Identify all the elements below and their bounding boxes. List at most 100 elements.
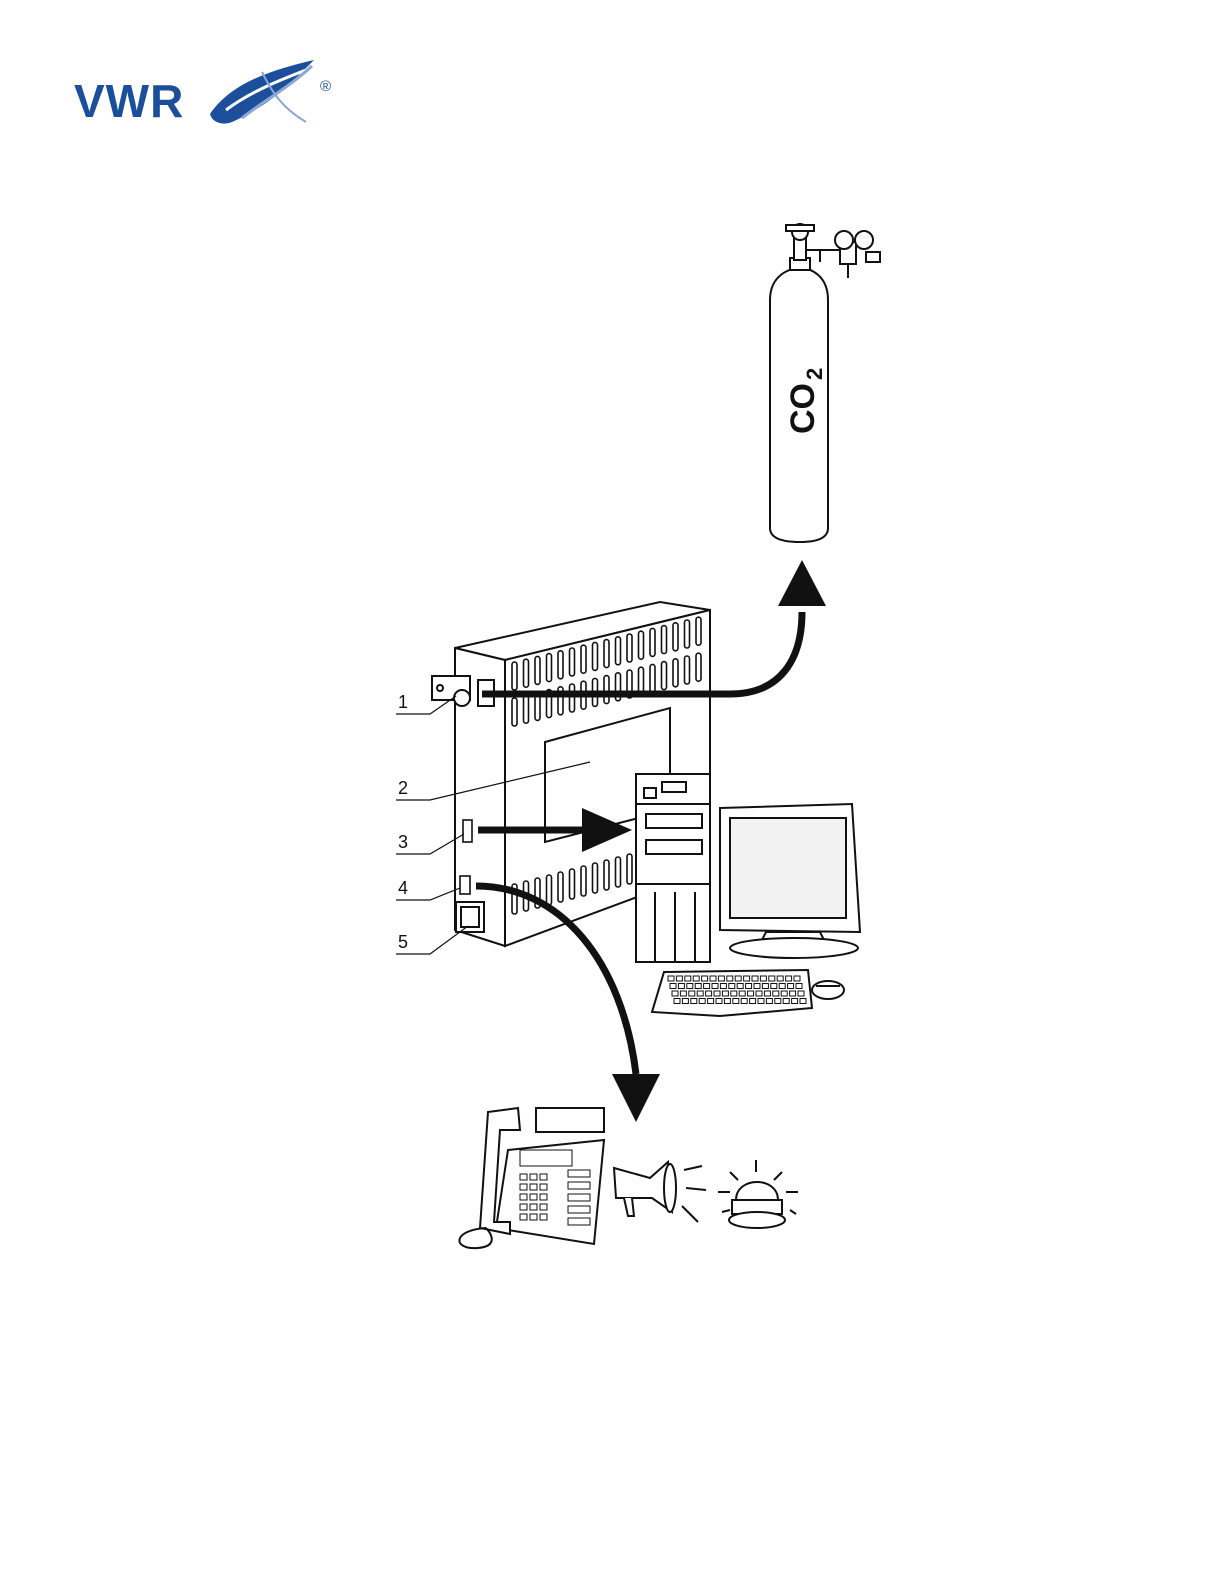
keyboard-key (678, 984, 684, 989)
serial-port (463, 820, 472, 842)
keyboard-key (720, 984, 726, 989)
phone-key (540, 1184, 547, 1190)
phone-function-key (568, 1194, 590, 1201)
keyboard-key (691, 999, 697, 1004)
callout-label-4: 4 (398, 878, 408, 898)
callout-3: 3 (396, 832, 464, 854)
keyboard-key (746, 984, 752, 989)
keyboard-key (737, 984, 743, 989)
keyboard-key (689, 991, 695, 996)
keyboard-key (695, 984, 701, 989)
keyboard-key (714, 991, 720, 996)
alarm-contact (460, 876, 470, 894)
keyboard-key (722, 991, 728, 996)
keyboard-key (760, 976, 766, 981)
phone-key (530, 1194, 537, 1200)
cylinder-label-main: CO (784, 383, 822, 434)
keyboard-key (781, 991, 787, 996)
computer-tower (636, 774, 710, 962)
phone-function-key (568, 1182, 590, 1189)
keyboard-key (764, 991, 770, 996)
keyboard-key (754, 984, 760, 989)
keyboard-key (762, 984, 768, 989)
phone-key (530, 1184, 537, 1190)
callout-label-2: 2 (398, 778, 408, 798)
keyboard-key (727, 976, 733, 981)
phone-key (540, 1214, 547, 1220)
phone-key (520, 1204, 527, 1210)
keyboard-key (798, 991, 804, 996)
callout-label-5: 5 (398, 932, 408, 952)
callout-label-1: 1 (398, 692, 408, 712)
keyboard-key (674, 999, 680, 1004)
phone-key (540, 1204, 547, 1210)
keyboard-key (708, 999, 714, 1004)
keyboard-key (724, 999, 730, 1004)
keyboard-key (744, 976, 750, 981)
keyboard-key (741, 999, 747, 1004)
keyboard-key (672, 991, 678, 996)
phone-key (520, 1184, 527, 1190)
keyboard-key (750, 999, 756, 1004)
keyboard-key (712, 984, 718, 989)
keyboard-key (756, 991, 762, 996)
phone-key (520, 1214, 527, 1220)
keyboard-key (748, 991, 754, 996)
keyboard-key (733, 999, 739, 1004)
phone-key (540, 1174, 547, 1180)
keyboard-key (731, 991, 737, 996)
keyboard-key (792, 999, 798, 1004)
keyboard-key (771, 984, 777, 989)
keyboard-key (788, 984, 794, 989)
keyboard-key (777, 976, 783, 981)
keyboard-key (739, 991, 745, 996)
keyboard-key (758, 999, 764, 1004)
keyboard-key (680, 991, 686, 996)
keyboard-key (685, 976, 691, 981)
keyboard-key (773, 991, 779, 996)
keyboard-key (729, 984, 735, 989)
keyboard-key (699, 999, 705, 1004)
keyboard-key (716, 999, 722, 1004)
keyboard-key (783, 999, 789, 1004)
keyboard-key (786, 976, 792, 981)
phone-function-key (568, 1170, 590, 1177)
phone-function-key (568, 1218, 590, 1225)
keyboard-key (670, 984, 676, 989)
phone-key (520, 1194, 527, 1200)
keyboard-key (687, 984, 693, 989)
keyboard-key (682, 999, 688, 1004)
keyboard-key (718, 976, 724, 981)
keyboard-key (676, 976, 682, 981)
co2-cylinder (770, 224, 880, 542)
keyboard-key (800, 999, 806, 1004)
phone-key (540, 1194, 547, 1200)
megaphone-icon (614, 1162, 706, 1222)
keyboard-key (794, 976, 800, 981)
phone-key (530, 1214, 537, 1220)
keyboard-key (775, 999, 781, 1004)
keyboard-key (796, 984, 802, 989)
keyboard-key (702, 976, 708, 981)
keyboard-key (735, 976, 741, 981)
keyboard-key (752, 976, 758, 981)
keyboard-key (693, 976, 699, 981)
keyboard-key (779, 984, 785, 989)
keyboard-key (668, 976, 674, 981)
keyboard-key (790, 991, 796, 996)
keyboard-key (706, 991, 712, 996)
phone-function-key (568, 1206, 590, 1213)
cylinder-label-sub: 2 (802, 368, 827, 380)
phone-display (520, 1150, 572, 1166)
keyboard-key (766, 999, 772, 1004)
phone-key (530, 1204, 537, 1210)
computer-monitor (720, 804, 860, 958)
beacon-light-icon (718, 1160, 798, 1228)
callout-4: 4 (396, 878, 460, 900)
mouse (812, 981, 844, 999)
phone-key (520, 1174, 527, 1180)
keyboard-key (710, 976, 716, 981)
keyboard-key (704, 984, 710, 989)
keyboard-key (769, 976, 775, 981)
